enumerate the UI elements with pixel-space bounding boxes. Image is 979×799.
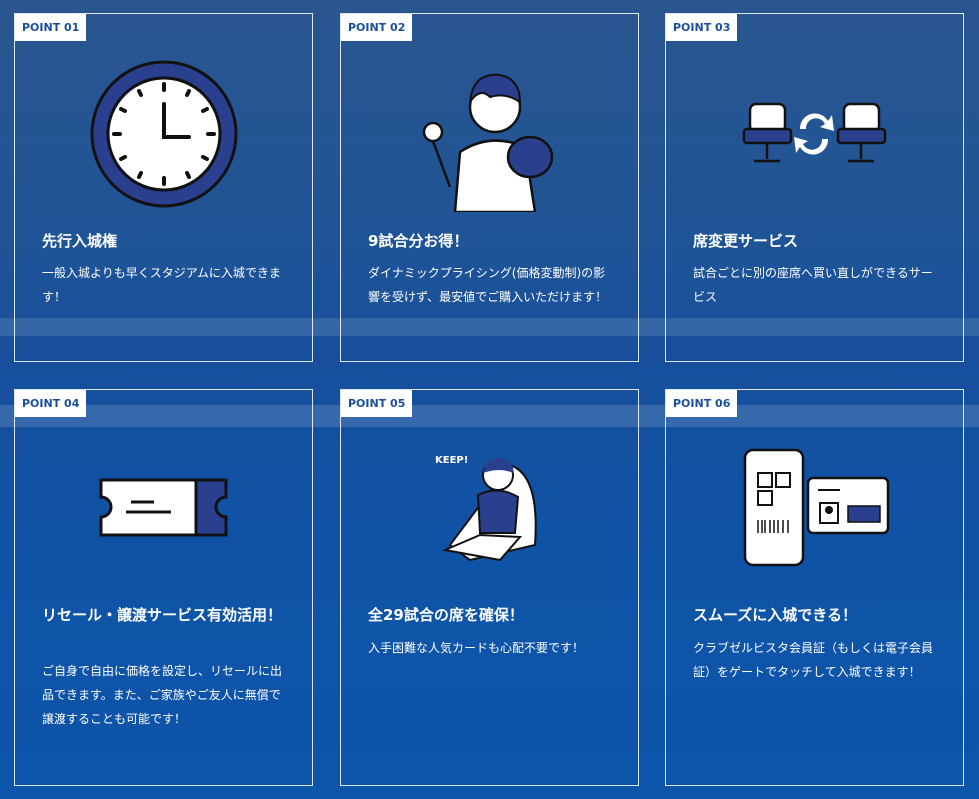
point-tag: POINT 02 — [341, 14, 413, 41]
seated-boy-icon: KEEP! — [341, 440, 638, 575]
point-tag: POINT 05 — [341, 390, 413, 417]
point-card-03: POINT 03 席変更サービス 試合ごとに別の座席へ買い直しができるサービス — [665, 13, 964, 362]
clock-icon — [15, 54, 312, 214]
point-card-06: POINT 06 スムーズに入城できる！ クラブゼルビスタ会員証（もしくは電子会… — [665, 389, 964, 786]
point-description: ダイナミックプライシング(価格変動制)の影響を受けず、最安値でご購入いただけます… — [368, 266, 608, 304]
point-tag: POINT 03 — [666, 14, 738, 41]
point-card-04: POINT 04 リセール・譲渡サービス有効活用！ ご自身で自由に価格を設定し、… — [14, 389, 313, 786]
point-tag: POINT 01 — [15, 14, 87, 41]
phone-membercard-icon — [666, 440, 963, 575]
point-title: 全29試合の席を確保！ — [368, 606, 524, 624]
point-description: 一般入城よりも早くスタジアムに入城できます！ — [42, 266, 281, 304]
point-description: クラブゼルビスタ会員証（もしくは電子会員証）をゲートでタッチして入城できます！ — [693, 641, 934, 679]
point-card-01: POINT 01 先行入城権 一般入城よりも早くスタジアムに入城できます！ — [14, 13, 313, 362]
point-description: 入手困難な人気カードも心配不要です！ — [368, 641, 585, 655]
keep-label: KEEP! — [435, 455, 468, 466]
ticket-icon — [15, 440, 312, 575]
point-card-02: POINT 02 9試合分お得！ ダイナミックプライシング(価格変動制)の影響を… — [340, 13, 639, 362]
point-description: 試合ごとに別の座席へ買い直しができるサービス — [693, 266, 933, 304]
point-title: リセール・譲渡サービス有効活用！ — [42, 606, 283, 624]
point-title: スムーズに入城できる！ — [693, 606, 857, 624]
person-wallet-icon — [341, 54, 638, 214]
point-tag: POINT 06 — [666, 390, 738, 417]
point-description: ご自身で自由に価格を設定し、リセールに出品できます。また、ご家族やご友人に無償で… — [42, 664, 283, 726]
background-stadium — [0, 318, 979, 336]
point-title: 席変更サービス — [693, 232, 799, 250]
point-title: 9試合分お得！ — [368, 232, 469, 250]
point-card-05: POINT 05 KEEP! 全29試合の席を確保！ 入手困難な人気カードも心配… — [340, 389, 639, 786]
point-tag: POINT 04 — [15, 390, 87, 417]
seat-swap-icon — [666, 54, 963, 214]
point-title: 先行入城権 — [42, 232, 118, 250]
